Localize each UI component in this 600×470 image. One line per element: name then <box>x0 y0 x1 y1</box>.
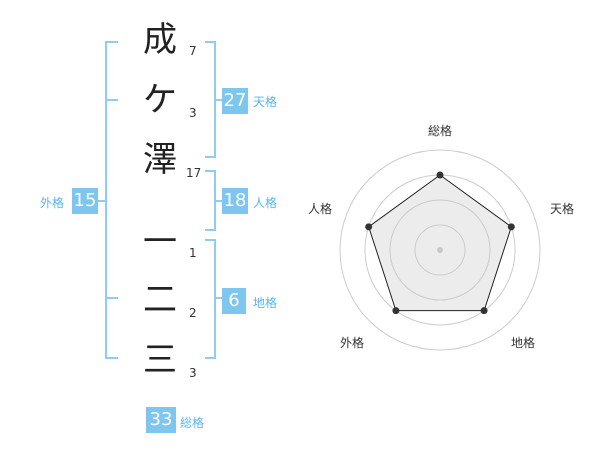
radar-axis-label-chikaku: 地格 <box>511 336 536 350</box>
gaikaku-value: 15 <box>72 188 98 214</box>
name-char-3: 澤 <box>143 140 177 180</box>
stroke-count-5: 2 <box>189 306 197 320</box>
radar-polygon <box>368 174 512 312</box>
radar-ring-2 <box>389 199 491 301</box>
stroke-count-2: 3 <box>189 106 197 120</box>
name-char-5: 二 <box>143 280 177 320</box>
tenkaku-label: 天格 <box>253 95 278 109</box>
chikaku-label: 地格 <box>253 296 278 310</box>
radar-ring-1 <box>414 224 466 276</box>
gaikaku-label: 外格 <box>40 196 65 210</box>
radar-axis-label-jinkaku: 人格 <box>308 202 333 216</box>
name-char-6: 三 <box>143 340 177 380</box>
tenkaku-value: 27 <box>222 88 248 114</box>
radar-point-0 <box>436 171 444 179</box>
radar-point-3 <box>392 307 400 315</box>
radar-point-2 <box>480 307 488 315</box>
soukaku-value: 33 <box>146 407 176 433</box>
radar-axis-label-tenkaku: 天格 <box>550 202 575 216</box>
stroke-count-4: 1 <box>189 246 197 260</box>
radar-point-4 <box>365 223 373 231</box>
radar-points <box>365 171 515 315</box>
jinkaku-value: 18 <box>222 188 248 214</box>
name-char-2: ケ <box>143 80 177 120</box>
chikaku-value: 6 <box>222 288 246 314</box>
stroke-count-1: 7 <box>189 44 197 58</box>
radar-polygon-group <box>368 174 512 312</box>
jinkaku-label: 人格 <box>253 196 278 210</box>
radar-axis-label-gaikaku: 外格 <box>340 336 365 350</box>
name-char-1: 成 <box>143 20 177 60</box>
radar-center <box>437 247 443 253</box>
radar-point-1 <box>507 223 515 231</box>
name-char-4: 一 <box>143 222 177 262</box>
stroke-count-3: 17 <box>186 166 202 180</box>
radar-axis-label-soukaku: 総格 <box>428 124 453 138</box>
stroke-count-6: 3 <box>189 366 197 380</box>
soukaku-label: 総格 <box>180 416 205 430</box>
